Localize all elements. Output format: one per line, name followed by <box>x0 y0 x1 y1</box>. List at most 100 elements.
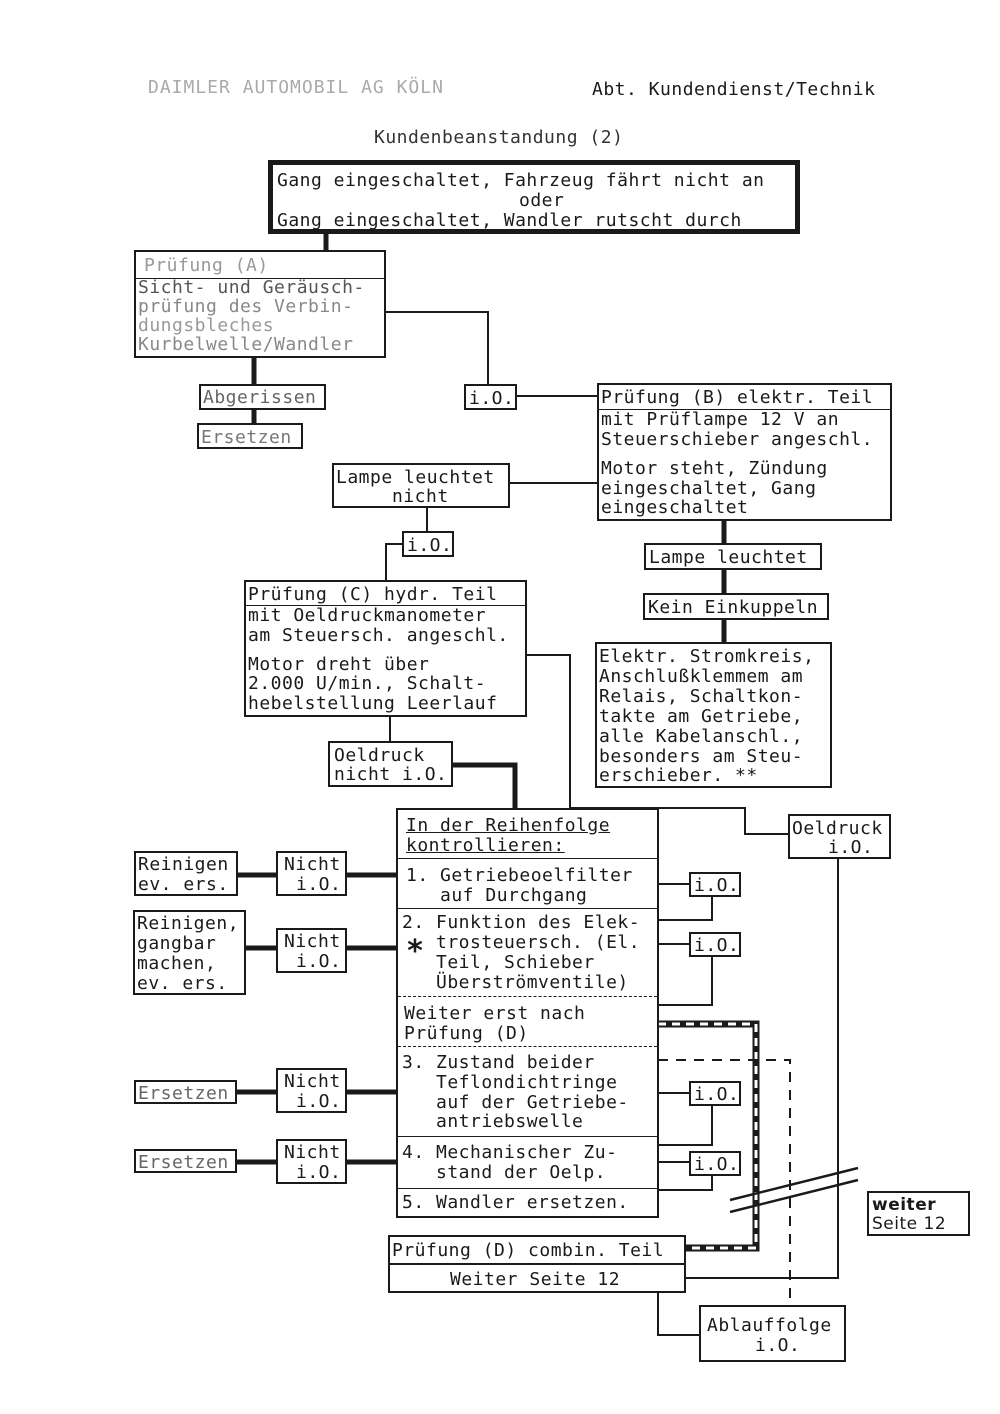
company-name: DAIMLER AUTOMOBIL AG KÖLN <box>148 77 444 98</box>
nicht-io-2-line-1: Nicht <box>284 931 341 952</box>
sequence-weiter-line-2: Prüfung (D) <box>404 1023 529 1044</box>
test-a-box: Prüfung (A) Sicht- und Geräusch- prüfung… <box>134 250 386 358</box>
nicht-io-4-box: Nicht i.O. <box>276 1139 347 1184</box>
test-a-line-2: prüfung des Verbin- <box>138 296 354 317</box>
sequence-item-2-line-2: trosteuersch. (El. <box>402 932 641 953</box>
nicht-io-1-box: Nicht i.O. <box>276 851 347 896</box>
test-c-line-1: mit Oeldruckmanometer <box>248 605 487 626</box>
sequence-item-3-line-2: Teflondichtringe <box>402 1072 618 1093</box>
ablauffolge-box: Ablauffolge i.O. <box>699 1305 846 1362</box>
department: Abt. Kundendienst/Technik <box>592 79 876 100</box>
abgerissen-box: Abgerissen <box>199 384 326 410</box>
test-b-line-2: Steuerschieber angeschl. <box>601 429 874 450</box>
elektr-line-3: Relais, Schaltkon- <box>599 686 804 707</box>
elektr-line-1: Elektr. Stromkreis, <box>599 646 815 667</box>
ersetzen-a-box: Ersetzen <box>197 423 303 449</box>
kein-einkuppeln-label: Kein Einkuppeln <box>648 597 819 618</box>
test-c-line-2: am Steuersch. angeschl. <box>248 625 509 646</box>
sequence-item-1-line-1: 1. Getriebeoelfilter <box>406 865 633 886</box>
weiter-seite-line-2: Seite 12 <box>872 1214 947 1234</box>
test-b-line-4: eingeschaltet, Gang <box>601 478 817 499</box>
test-b-line-3: Motor steht, Zündung <box>601 458 828 479</box>
test-a-line-4: Kurbelwelle/Wandler <box>138 334 354 355</box>
lampe-leuchtet-label: Lampe leuchtet <box>649 547 808 568</box>
weiter-seite-box: weiter Seite 12 <box>867 1191 970 1236</box>
test-b-line-1: mit Prüflampe 12 V an <box>601 409 840 430</box>
test-c-line-4: 2.000 U/min., Schalt- <box>248 673 487 694</box>
ersetzen-4-label: Ersetzen <box>138 1152 229 1173</box>
nicht-io-2-box: Nicht i.O. <box>276 928 347 973</box>
complaint-line-3: Gang eingeschaltet, Wandler rutscht durc… <box>277 210 742 231</box>
sequence-item-2-line-3: Teil, Schieber <box>402 952 595 973</box>
reinigen-2-line-2: gangbar <box>137 933 217 954</box>
nicht-io-4-line-1: Nicht <box>284 1142 341 1163</box>
io-a-label: i.O. <box>469 388 515 409</box>
test-c-line-5: hebelstellung Leerlauf <box>248 693 498 714</box>
test-d-title: Prüfung (D) combin. Teil <box>392 1240 665 1261</box>
test-b-line-5: eingeschaltet <box>601 497 749 518</box>
test-b-title: Prüfung (B) elektr. Teil <box>601 387 874 408</box>
io-a-box: i.O. <box>464 384 517 410</box>
test-a-line-3: dungsbleches <box>138 315 275 336</box>
test-a-line-1: Sicht- und Geräusch- <box>138 277 365 298</box>
sequence-item-1-line-2: auf Durchgang <box>406 885 588 906</box>
elektr-stromkreis-box: Elektr. Stromkreis, Anschlußklemmem am R… <box>595 642 832 788</box>
oeldruck-nicht-line-1: Oeldruck <box>334 745 425 766</box>
kein-einkuppeln-box: Kein Einkuppeln <box>643 593 829 620</box>
nicht-io-1-line-1: Nicht <box>284 854 341 875</box>
lampe-nicht-box: Lampe leuchtet nicht <box>332 463 510 508</box>
test-d-box: Prüfung (D) combin. Teil Weiter Seite 12 <box>388 1235 686 1293</box>
io-b-box: i.O. <box>402 531 454 557</box>
sequence-item-3-line-1: 3. Zustand beider <box>402 1052 595 1073</box>
ersetzen-3-box: Ersetzen <box>134 1080 237 1104</box>
elektr-line-5: alle Kabelanschl., <box>599 726 804 747</box>
io-1-box: i.O. <box>689 872 741 897</box>
page-title: Kundenbeanstandung (2) <box>374 127 624 148</box>
elektr-line-7: erschieber. ** <box>599 765 758 786</box>
sequence-box: In der Reihenfolge kontrollieren: 1. Get… <box>396 808 659 1218</box>
complaint-box: Gang eingeschaltet, Fahrzeug fährt nicht… <box>268 160 800 234</box>
elektr-line-2: Anschlußklemmem am <box>599 666 804 687</box>
sequence-item-2-line-1: 2. Funktion des Elek- <box>402 912 641 933</box>
reinigen-2-line-3: machen, <box>137 953 217 974</box>
nicht-io-3-line-2: i.O. <box>296 1091 342 1112</box>
nicht-io-1-line-2: i.O. <box>296 874 342 895</box>
abgerissen-label: Abgerissen <box>203 387 317 408</box>
nicht-io-4-line-2: i.O. <box>296 1162 342 1183</box>
sequence-header-2: kontrollieren: <box>406 835 565 856</box>
oeldruck-io-box: Oeldruck i.O. <box>788 814 891 859</box>
complaint-line-1: Gang eingeschaltet, Fahrzeug fährt nicht… <box>277 170 765 191</box>
io-2-box: i.O. <box>689 932 741 957</box>
lampe-nicht-line-2: nicht <box>392 486 449 507</box>
sequence-item-3-line-4: antriebswelle <box>402 1111 584 1132</box>
io-3-box: i.O. <box>689 1081 741 1106</box>
sequence-header-1: In der Reihenfolge <box>406 815 611 836</box>
weiter-seite-line-1: weiter <box>872 1195 937 1215</box>
test-a-title: Prüfung (A) <box>144 255 269 276</box>
oeldruck-nicht-box: Oeldruck nicht i.O. <box>328 741 453 787</box>
sequence-weiter-line-1: Weiter erst nach <box>404 1003 586 1024</box>
elektr-line-4: takte am Getriebe, <box>599 706 804 727</box>
ersetzen-a-label: Ersetzen <box>201 427 292 448</box>
nicht-io-2-line-2: i.O. <box>296 951 342 972</box>
io-4-box: i.O. <box>689 1151 741 1176</box>
reinigen-2-box: Reinigen, gangbar machen, ev. ers. <box>133 910 246 995</box>
ersetzen-3-label: Ersetzen <box>138 1083 229 1104</box>
io-b-label: i.O. <box>407 535 453 556</box>
ersetzen-4-box: Ersetzen <box>134 1149 237 1173</box>
reinigen-2-line-4: ev. ers. <box>137 973 228 994</box>
elektr-line-6: besonders am Steu- <box>599 746 804 767</box>
reinigen-1-line-1: Reinigen <box>138 854 229 875</box>
test-c-line-3: Motor dreht über <box>248 654 430 675</box>
test-c-title: Prüfung (C) hydr. Teil <box>248 584 498 605</box>
nicht-io-3-box: Nicht i.O. <box>276 1068 347 1113</box>
io-1-label: i.O. <box>694 875 740 896</box>
sequence-item-2-line-4: Überströmventile) <box>402 972 629 993</box>
sequence-item-3-line-3: auf der Getriebe- <box>402 1092 629 1113</box>
oeldruck-io-line-1: Oeldruck <box>792 818 883 839</box>
sequence-item-5: 5. Wandler ersetzen. <box>402 1192 629 1213</box>
oeldruck-io-line-2: i.O. <box>828 837 874 858</box>
test-c-box: Prüfung (C) hydr. Teil mit Oeldruckmanom… <box>244 580 527 717</box>
lampe-leuchtet-box: Lampe leuchtet <box>644 543 822 570</box>
oeldruck-nicht-line-2: nicht i.O. <box>334 764 448 785</box>
